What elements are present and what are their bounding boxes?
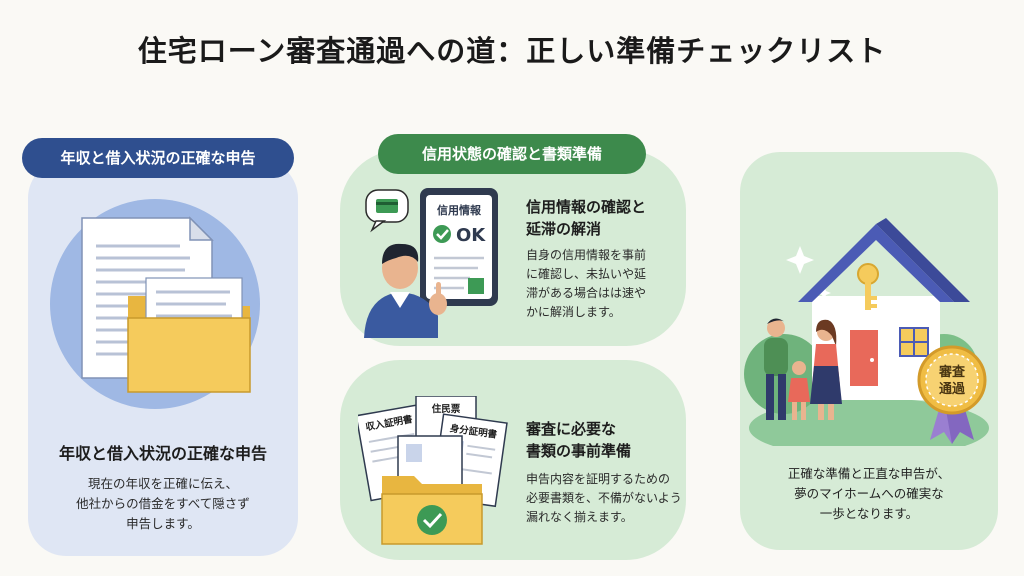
documents-prep-heading-line: 書類の事前準備 (526, 442, 632, 460)
income-heading: 年収と借入状況の正確な申告 (58, 444, 267, 463)
credit-docs-panel-header: 信用状態の確認と書類準備 (378, 134, 646, 174)
required-documents-illustration: 収入証明書 住民票 身分証明書 (358, 396, 508, 545)
credit-check-description-line: かに解消します。 (526, 305, 621, 319)
income-description-line: 申告します。 (126, 516, 200, 531)
key-icon (857, 263, 879, 285)
income-panel-header: 年収と借入状況の正確な申告 (22, 138, 294, 178)
family-house-illustration: 審査 通過 (744, 218, 989, 446)
credit-check-heading: 信用情報の確認と 延滞の解消 (526, 196, 646, 240)
documents-prep-description: 申告内容を証明するための 必要書類を、不備がないよう 漏れなく揃えます。 (526, 470, 682, 527)
page-title: 住宅ローン審査通過への道：正しい準備チェックリスト (137, 34, 887, 68)
check-circle-icon (433, 225, 451, 243)
documents-folder-illustration (50, 199, 260, 409)
check-circle-icon (417, 505, 447, 535)
credit-check-description: 自身の信用情報を事前 に確認し、未払いや延 滞がある場合はは速や かに解消します… (526, 246, 646, 322)
credit-check-description-line: 滞がある場合はは速や (526, 286, 647, 300)
result-description-line: 夢のマイホームへの確実な (794, 486, 944, 501)
person-tablet-illustration: 信用情報 OK (364, 188, 498, 338)
income-description: 現在の年収を正確に伝え、 他社からの借金をすべて隠さず 申告します。 (28, 474, 298, 534)
approval-badge-line: 通過 (939, 381, 966, 397)
credit-check-heading-line: 延滞の解消 (526, 220, 602, 238)
tablet-credit-label: 信用情報 (437, 203, 482, 217)
result-description-line: 一歩となります。 (819, 506, 919, 521)
documents-prep-heading-line: 審査に必要な (526, 420, 617, 438)
approval-badge-line: 審査 (938, 364, 966, 380)
credit-check-description-line: 自身の信用情報を事前 (526, 248, 647, 262)
income-description-line: 他社からの借金をすべて隠さず (76, 496, 250, 511)
documents-prep-description-line: 申告内容を証明するための (526, 472, 671, 486)
income-description-line: 現在の年収を正確に伝え、 (87, 476, 238, 491)
result-description-line: 正確な準備と正直な申告が、 (787, 466, 951, 481)
tablet-ok-label: OK (456, 225, 486, 246)
credit-check-heading-line: 信用情報の確認と (526, 198, 647, 216)
credit-check-description-line: に確認し、未払いや延 (526, 267, 647, 281)
result-description: 正確な準備と正直な申告が、 夢のマイホームへの確実な 一歩となります。 (740, 464, 998, 524)
documents-prep-description-line: 漏れなく揃えます。 (526, 510, 633, 524)
documents-prep-heading: 審査に必要な 書類の事前準備 (526, 418, 631, 462)
documents-prep-description-line: 必要書類を、不備がないよう (526, 491, 682, 505)
residence-certificate-label: 住民票 (432, 403, 461, 415)
